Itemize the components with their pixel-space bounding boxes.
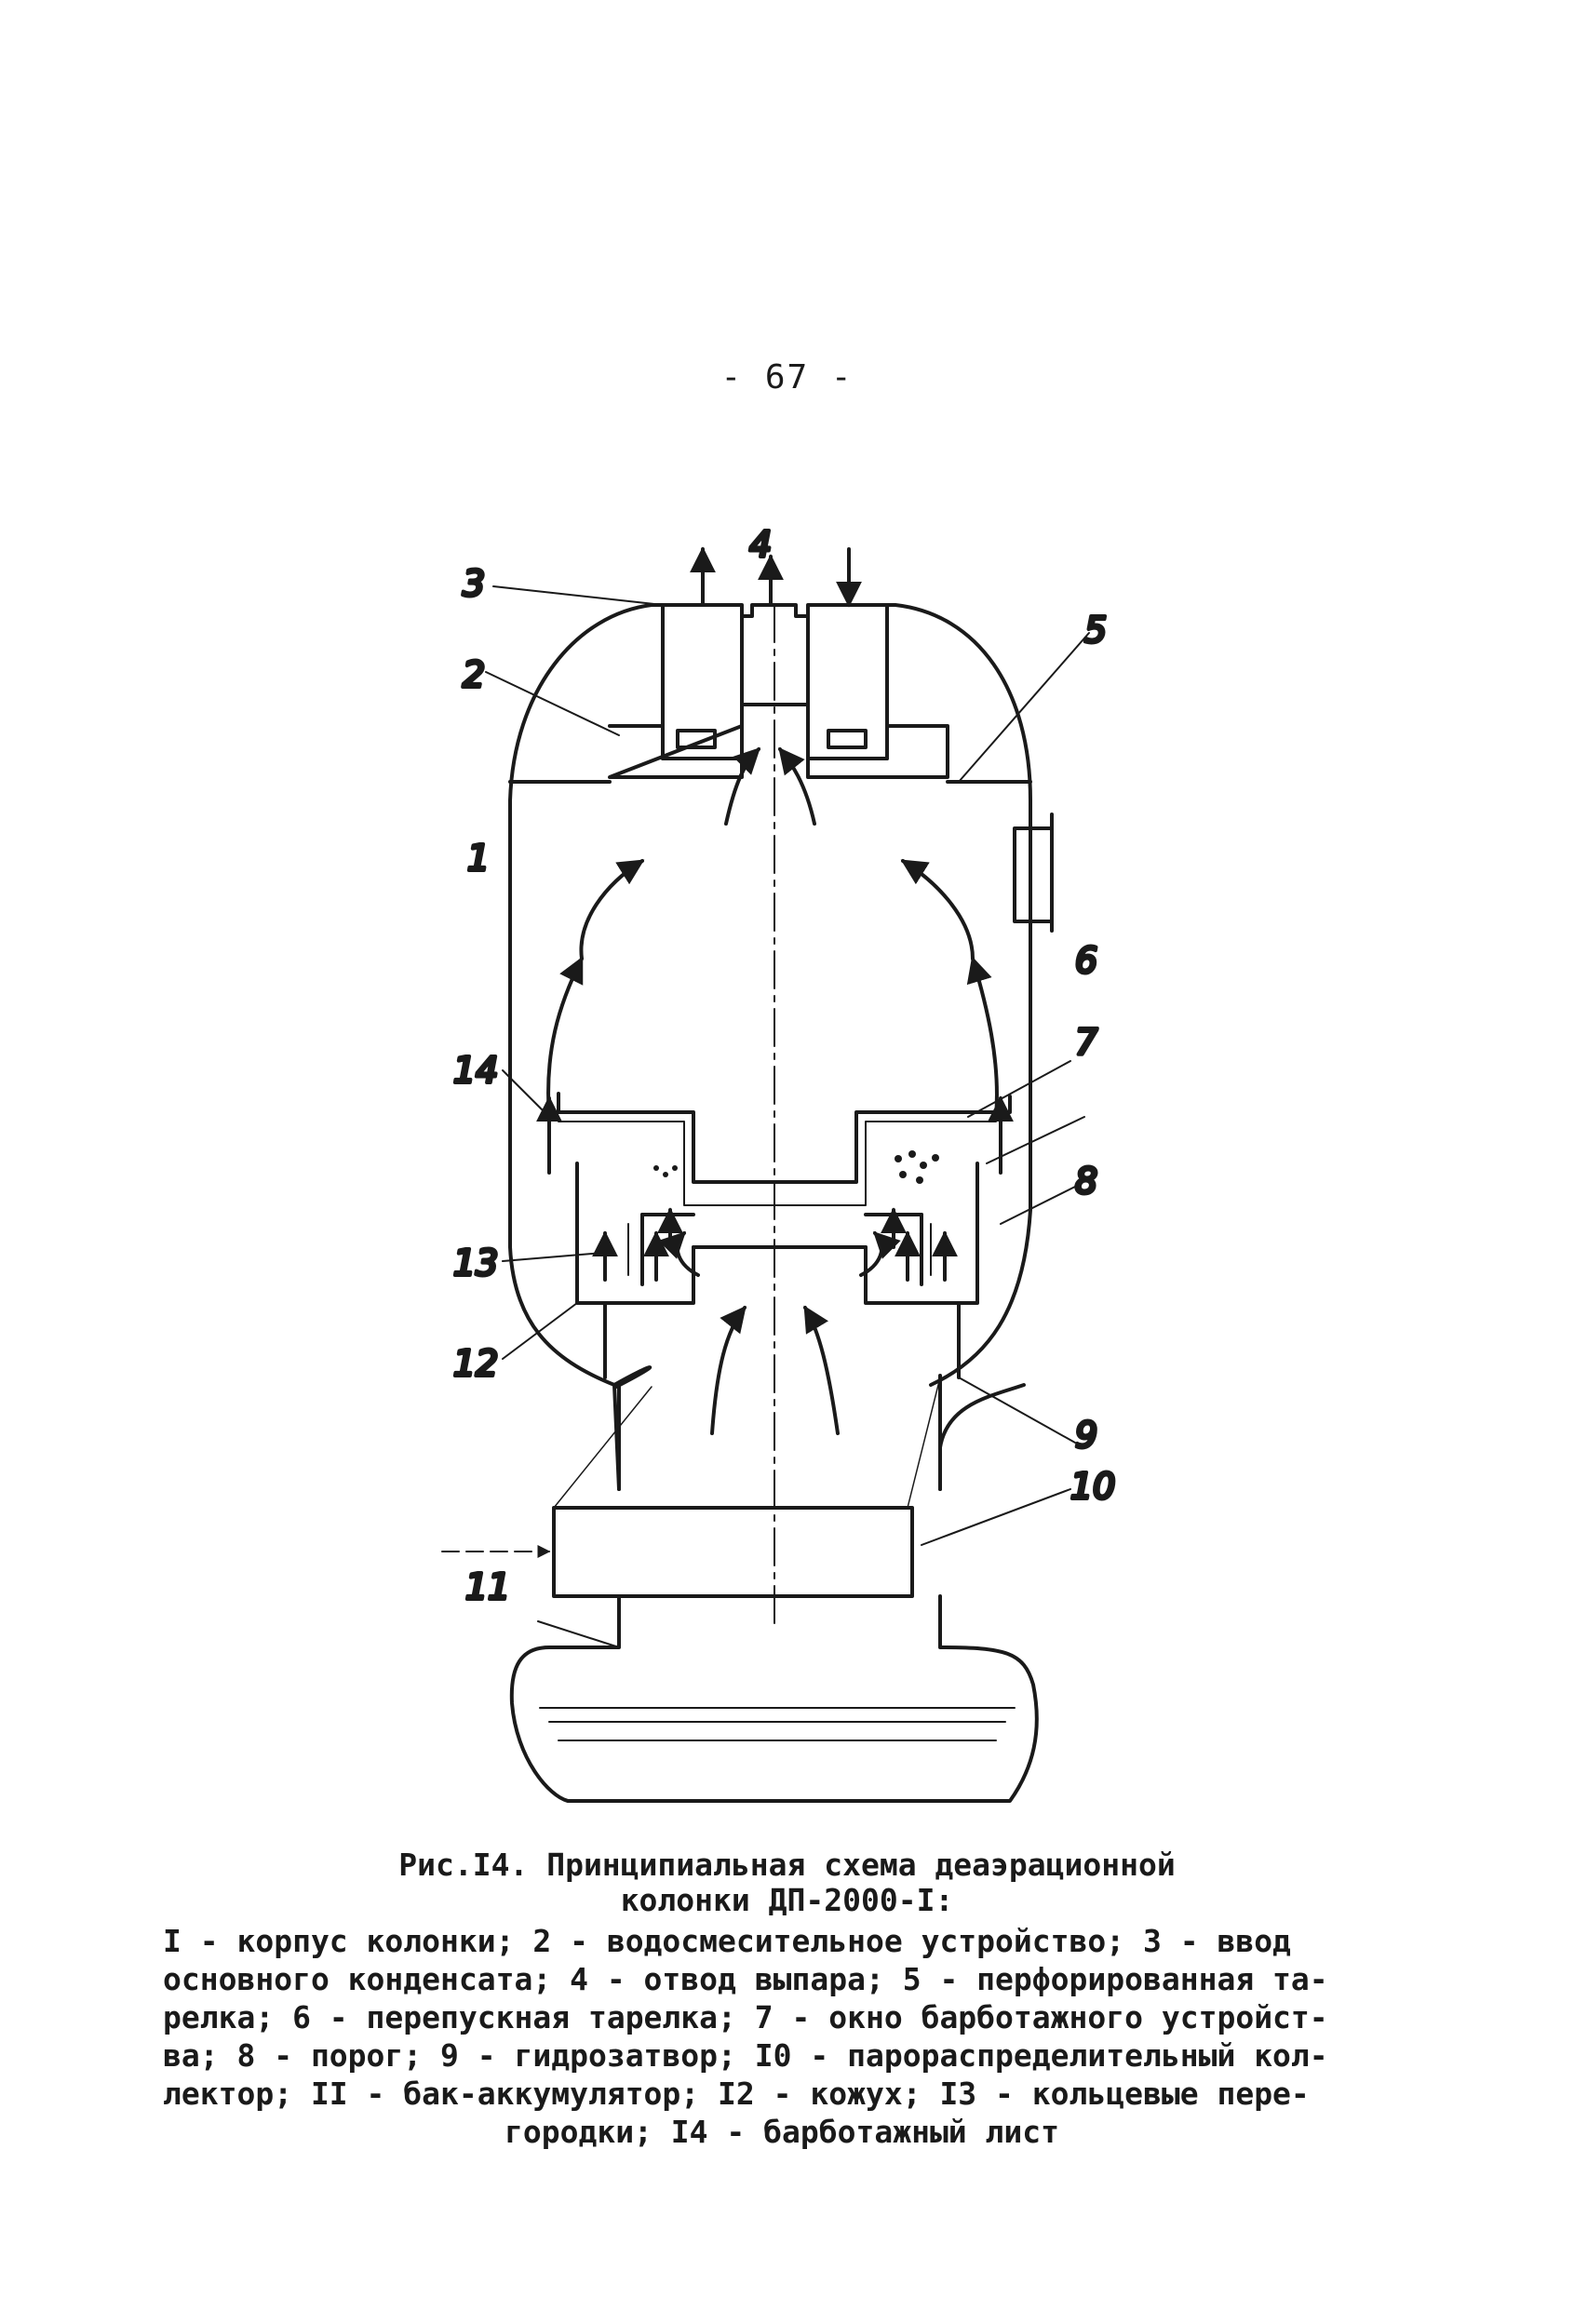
legend-line: городки; I4 - барботажный лист — [504, 2114, 1060, 2150]
tray-lower-edge — [558, 1121, 997, 1206]
callout-1: 1 — [467, 838, 490, 879]
water-mixing-device — [608, 703, 949, 779]
callout-4: 4 — [749, 524, 772, 565]
flow-arrow — [900, 859, 975, 960]
leader-lines — [485, 585, 1090, 1648]
callout-2: 2 — [463, 654, 485, 695]
storage-tank — [509, 1594, 1039, 1803]
bubbles — [653, 1150, 939, 1184]
distributor-right — [827, 729, 868, 749]
inspection-hatch — [1013, 826, 1054, 923]
legend-line: релка; 6 - перепускная тарелка; 7 - окно… — [163, 1999, 1328, 2035]
bottom-left-neck — [612, 1365, 652, 1389]
water-level-lines — [539, 1707, 1016, 1741]
steam-arrow — [803, 1305, 840, 1435]
callout-5: 5 — [1084, 610, 1107, 651]
callout-9: 9 — [1075, 1415, 1097, 1456]
figure-caption: Рис.I4. Принципиальная схема деаэрационн… — [0, 1847, 1574, 1918]
distributor-left — [676, 729, 717, 749]
inlet-pipe-left — [661, 603, 744, 760]
deaerator-column-diagram: 3 4 2 5 1 6 14 7 8 13 12 9 10 11 — [441, 522, 1117, 1803]
steam-arrow — [710, 1305, 747, 1435]
steam-distributor-collector — [552, 1506, 914, 1598]
callout-12: 12 — [453, 1343, 498, 1384]
legend-line: лектор; II - бак-аккумулятор; I2 - кожух… — [163, 2075, 1310, 2112]
callout-13: 13 — [453, 1243, 498, 1283]
flow-arrow — [778, 746, 816, 826]
figure-legend: I - корпус колонки; 2 - водосмесительное… — [163, 1922, 1401, 2151]
flow-arrow — [724, 747, 760, 826]
bubble-arrow — [859, 1231, 901, 1277]
legend-line: ва; 8 - порог; 9 - гидрозатвор; I0 - пар… — [163, 2037, 1328, 2074]
callout-3: 3 — [463, 563, 485, 604]
flow-arrow — [546, 956, 584, 1119]
bubbling-device-casing — [575, 1162, 979, 1305]
flow-arrow — [966, 956, 999, 1119]
caption-line: колонки ДП-2000-I: — [620, 1882, 954, 1918]
legend-line: основного конденсата; 4 - отвод выпара; … — [163, 1961, 1328, 1997]
caption-line: Рис.I4. Принципиальная схема деаэрационн… — [398, 1847, 1176, 1883]
callout-7: 7 — [1075, 1022, 1097, 1063]
callout-6: 6 — [1075, 940, 1097, 981]
callout-11: 11 — [465, 1566, 510, 1607]
bubble-arrow — [658, 1231, 700, 1277]
page-number: - 67 - — [720, 358, 854, 396]
callout-14: 14 — [453, 1050, 498, 1091]
flow-arrow — [579, 859, 645, 960]
jet-line — [907, 1377, 941, 1509]
callout-8: 8 — [1075, 1161, 1097, 1202]
jet-line — [553, 1386, 652, 1509]
column-body — [508, 603, 1032, 1491]
bypass-tray — [557, 1092, 1012, 1184]
callout-10: 10 — [1070, 1466, 1115, 1507]
legend-line: I - корпус колонки; 2 - водосмесительное… — [163, 1923, 1291, 1959]
inlet-pipe-right — [806, 603, 889, 760]
